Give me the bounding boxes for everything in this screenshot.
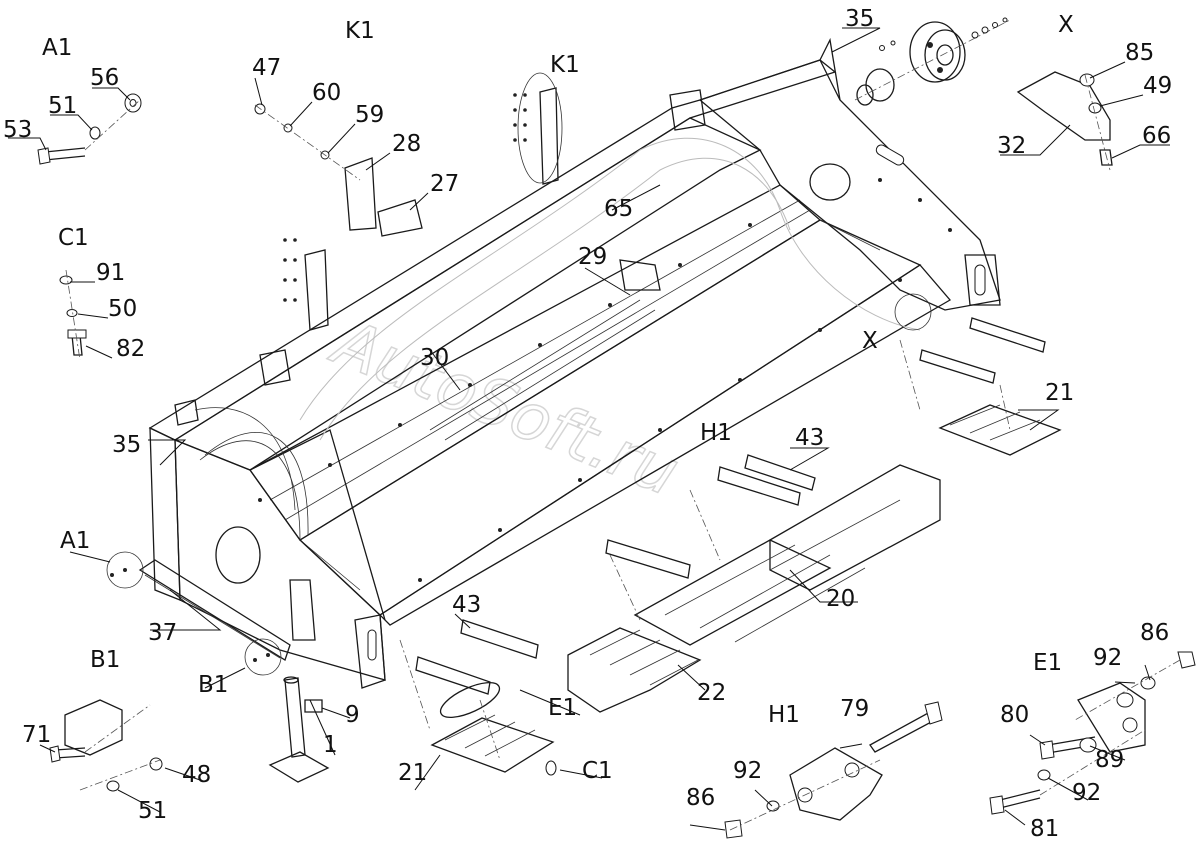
marker-A1: A1 — [60, 528, 90, 554]
callout-82: 82 — [116, 336, 145, 362]
detail-B1: B1 — [49, 647, 163, 792]
callout-79: 79 — [840, 696, 869, 722]
svg-text:X: X — [1058, 12, 1074, 38]
callout-49: 49 — [1143, 73, 1172, 99]
part-callouts: 53 51 56 47 60 59 28 27 35 85 49 32 66 9… — [3, 6, 1172, 841]
svg-text:C1: C1 — [58, 225, 89, 251]
detail-C1: C1 — [58, 225, 89, 361]
header-frame — [148, 37, 1001, 689]
svg-text:B1: B1 — [90, 647, 120, 673]
callout-22: 22 — [697, 680, 726, 706]
svg-text:K1: K1 — [345, 18, 375, 44]
callout-1: 1 — [323, 732, 338, 758]
callout-89: 89 — [1095, 747, 1124, 773]
detail-H1: H1 — [724, 701, 943, 839]
callout-37: 37 — [148, 620, 177, 646]
callout-53: 53 — [3, 117, 32, 143]
callout-81: 81 — [1030, 816, 1059, 841]
callout-59: 59 — [355, 102, 384, 128]
callout-51-b: 51 — [138, 798, 167, 824]
marker-E1: E1 — [548, 695, 577, 721]
pulley-assembly — [854, 17, 1011, 106]
marker-B1-circle — [244, 638, 282, 676]
callout-60: 60 — [312, 80, 341, 106]
detail-X: X — [1016, 12, 1113, 171]
svg-text:A1: A1 — [42, 35, 72, 61]
callout-65: 65 — [604, 196, 633, 222]
callout-21-b: 21 — [398, 760, 427, 786]
callout-85: 85 — [1125, 40, 1154, 66]
callout-30: 30 — [420, 345, 449, 371]
callout-80: 80 — [1000, 702, 1029, 728]
callout-20: 20 — [826, 586, 855, 612]
callout-48: 48 — [182, 762, 211, 788]
svg-text:E1: E1 — [1033, 650, 1062, 676]
callout-92-a: 92 — [733, 758, 762, 784]
callout-47: 47 — [252, 55, 281, 81]
callout-35-a: 35 — [845, 6, 874, 32]
marker-H1: H1 — [700, 420, 732, 446]
detail-E1: E1 — [989, 650, 1196, 815]
callout-56: 56 — [90, 65, 119, 91]
svg-text:H1: H1 — [768, 702, 800, 728]
marker-A1-circle — [106, 551, 144, 589]
callout-9: 9 — [345, 702, 360, 728]
marker-X: X — [862, 328, 878, 354]
callout-35-b: 35 — [112, 432, 141, 458]
marker-K1: K1 — [550, 52, 580, 78]
callout-27: 27 — [430, 171, 459, 197]
callout-43-b: 43 — [452, 592, 481, 618]
callout-29: 29 — [578, 244, 607, 270]
callout-51-a: 51 — [48, 93, 77, 119]
callout-92-b: 92 — [1072, 780, 1101, 806]
callout-86-a: 86 — [686, 785, 715, 811]
marker-B1: B1 — [198, 672, 228, 698]
lower-parts — [106, 72, 1062, 783]
marker-X-circle — [894, 293, 932, 331]
callout-32: 32 — [997, 133, 1026, 159]
callout-43-a: 43 — [795, 425, 824, 451]
callout-66: 66 — [1142, 123, 1171, 149]
frame-holes — [258, 178, 952, 582]
callout-28: 28 — [392, 131, 421, 157]
area-markers: K1 X A1 B1 E1 H1 C1 — [60, 52, 878, 784]
callout-86-b: 86 — [1140, 620, 1169, 646]
leader-lines — [8, 27, 1170, 831]
callout-21-a: 21 — [1045, 380, 1074, 406]
callout-91: 91 — [96, 260, 125, 286]
callout-50: 50 — [108, 296, 137, 322]
callout-92-c: 92 — [1093, 645, 1122, 671]
callout-71: 71 — [22, 722, 51, 748]
marker-C1: C1 — [582, 758, 613, 784]
detail-K1: K1 — [254, 18, 423, 237]
